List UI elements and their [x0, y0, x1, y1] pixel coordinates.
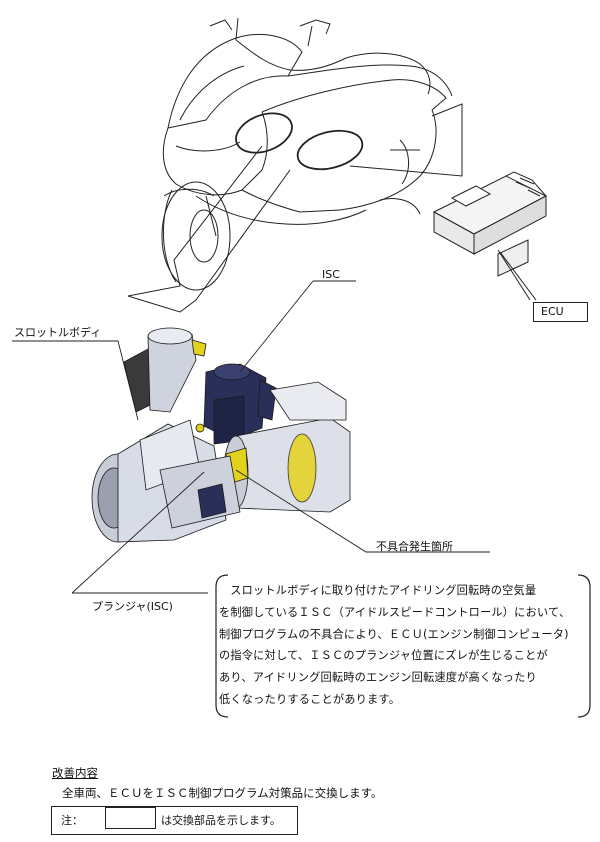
- ecu-label-box: [533, 302, 588, 322]
- leader-lines: [12, 280, 490, 594]
- isc-label: ISC: [322, 268, 340, 281]
- scooter-drawing: [161, 17, 453, 291]
- plunger-label: プランジャ(ISC): [92, 600, 173, 613]
- ecu-unit: [432, 171, 548, 301]
- note-box: [51, 806, 298, 835]
- description-line: の指令に対して、ＩＳＣのプランジャ位置にズレが生じることが: [219, 649, 548, 663]
- throttle-body-label: スロットルボディ: [14, 326, 102, 339]
- description-text: スロットルボディに取り付けたアイドリング回転時の空気量 を制御しているＩＳＣ（ア…: [219, 580, 589, 711]
- replacement-part-swatch: [105, 807, 156, 829]
- defect-location-label: 不具合発生箇所: [376, 540, 453, 553]
- callout-arrows: [127, 103, 463, 313]
- description-line: 制御プログラムの不具合により、ＥＣＵ(エンジン制御コンピュータ): [219, 627, 569, 641]
- description-line: を制御しているＩＳＣ（アイドルスピードコントロール）において、: [219, 605, 571, 619]
- ecu-label: ECU: [541, 305, 564, 318]
- note-label: 注：: [61, 814, 83, 827]
- ecu-leader: [499, 251, 537, 301]
- improvement-body: 全車両、ＥＣＵをＩＳＣ制御プログラム対策品に交換します。: [62, 786, 383, 800]
- description-line: スロットルボディに取り付けたアイドリング回転時の空気量: [230, 584, 537, 597]
- description-line: 低くなったりすることがあります。: [219, 692, 401, 706]
- description-line: あり、アイドリング回転時のエンジン回転速度が高くなったり: [219, 671, 537, 685]
- note-text: は交換部品を示します。: [161, 814, 281, 827]
- throttle-body-assembly: [91, 327, 351, 543]
- improvement-title: 改善内容: [52, 766, 98, 780]
- description-bracket: [215, 574, 591, 718]
